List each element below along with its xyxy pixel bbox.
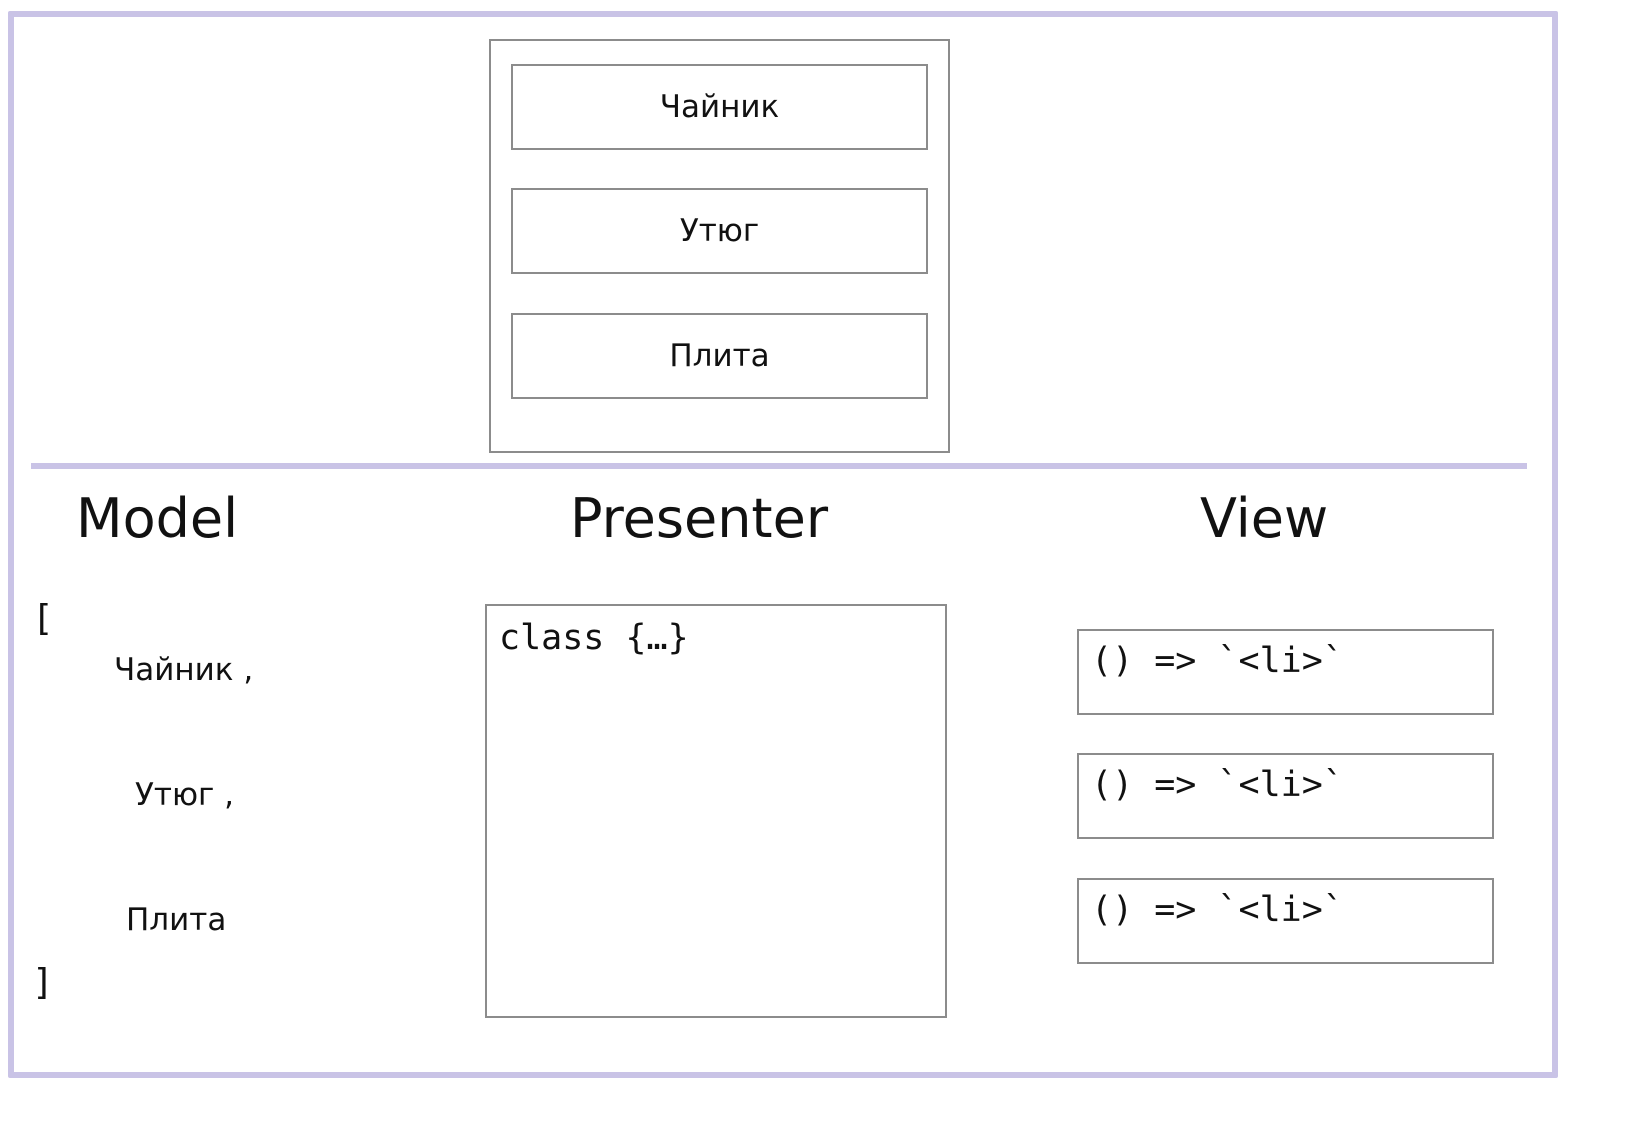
model-open-bracket: [ (32, 598, 54, 639)
model-item-kettle: Чайник , (114, 652, 254, 688)
presenter-box: class {…} (485, 604, 947, 1018)
model-heading: Model (76, 487, 239, 550)
view-item-code: () => `<li>` (1091, 641, 1344, 681)
model-close-bracket: ] (32, 962, 54, 1003)
ui-list-item-label: Утюг (679, 213, 760, 249)
ui-list-item-label: Чайник (659, 89, 780, 125)
view-item-code: () => `<li>` (1091, 765, 1344, 805)
view-heading: View (1200, 487, 1329, 550)
presenter-code: class {…} (499, 618, 689, 658)
model-item-iron: Утюг , (135, 777, 235, 813)
ui-list-item-iron: Утюг (511, 188, 928, 274)
view-item-box: () => `<li>` (1077, 753, 1494, 839)
diagram-frame (8, 11, 1558, 1078)
ui-list-item-stove: Плита (511, 313, 928, 399)
ui-list-item-label: Плита (669, 338, 770, 374)
view-item-code: () => `<li>` (1091, 890, 1344, 930)
ui-list-item-kettle: Чайник (511, 64, 928, 150)
view-item-box: () => `<li>` (1077, 878, 1494, 964)
view-item-box: () => `<li>` (1077, 629, 1494, 715)
model-item-stove: Плита (126, 902, 227, 938)
presenter-heading: Presenter (570, 487, 829, 550)
section-divider (31, 463, 1527, 469)
